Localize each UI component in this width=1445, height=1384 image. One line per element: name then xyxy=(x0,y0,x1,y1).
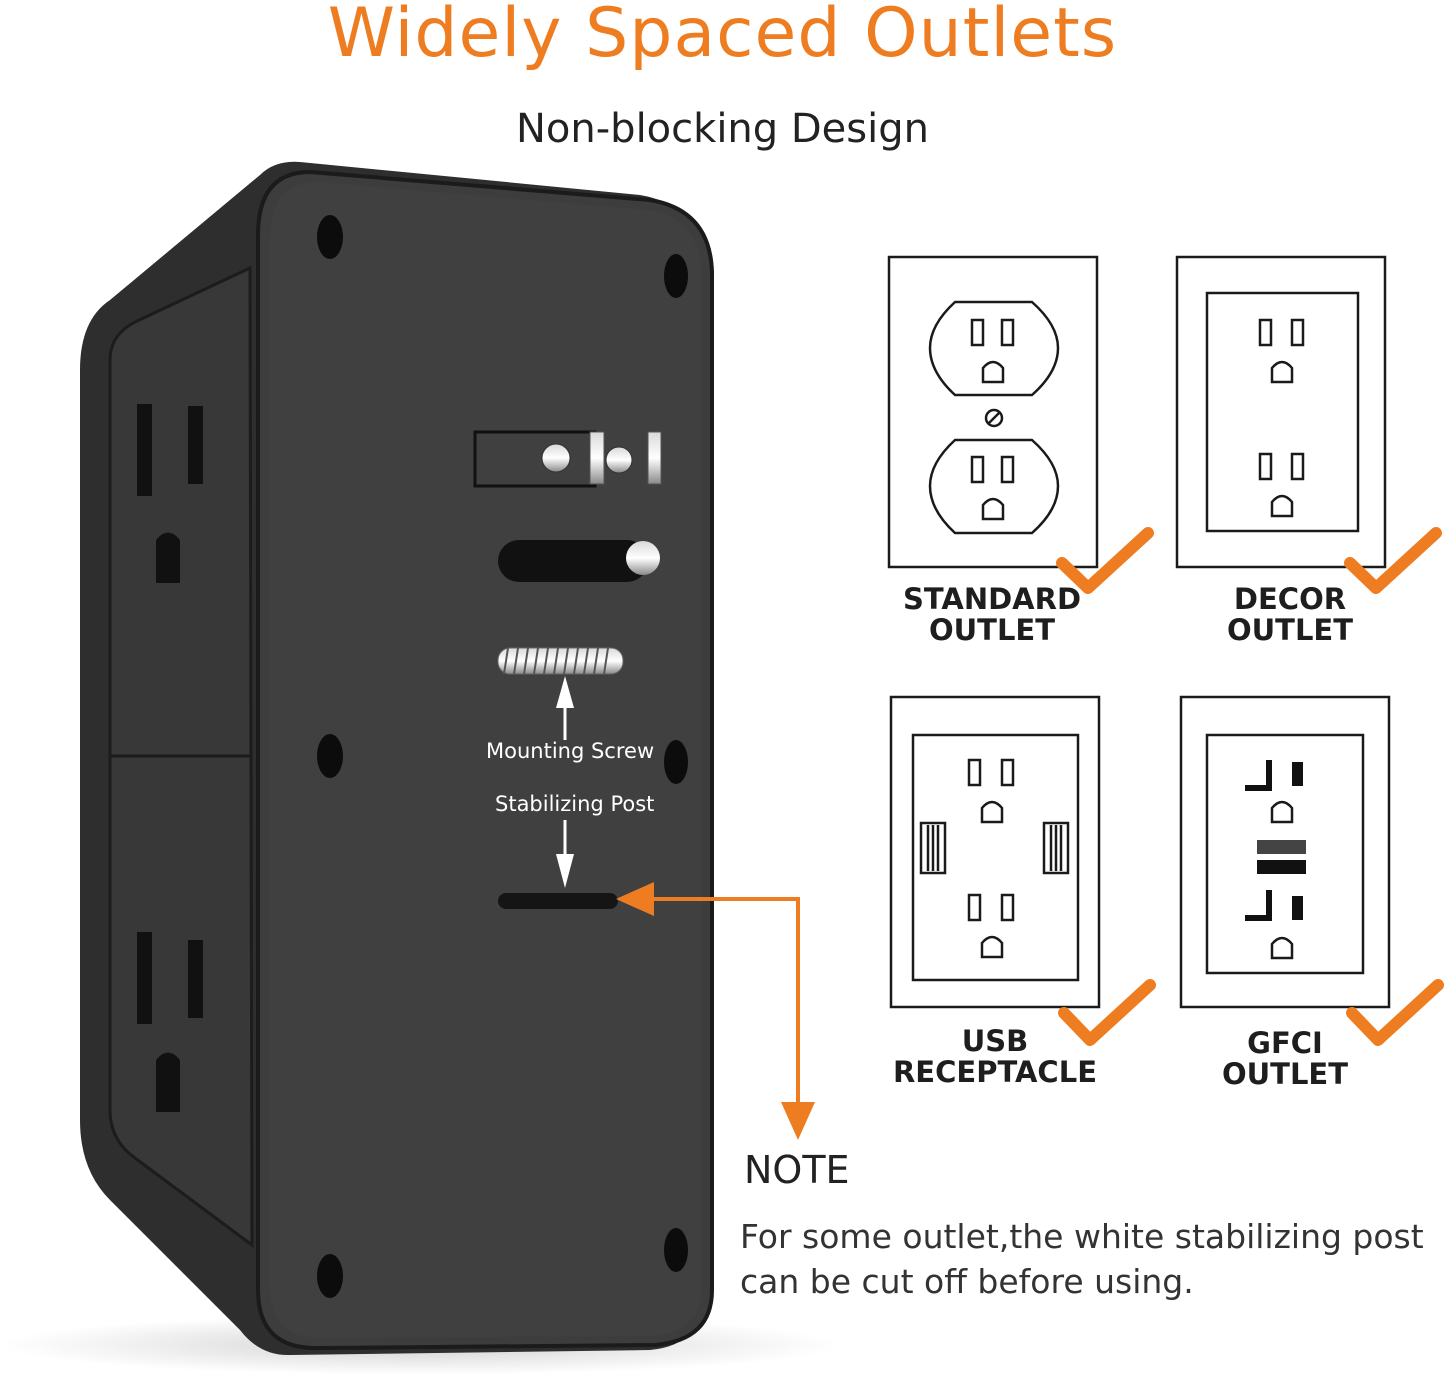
usb-receptacle-label: USB RECEPTACLE xyxy=(892,1024,1098,1089)
note-text: For some outlet,the white stabilizing po… xyxy=(740,1217,1424,1301)
side-outlet-top xyxy=(137,404,203,583)
plug-prongs xyxy=(473,430,662,488)
check-icon-usb xyxy=(1058,979,1156,1046)
note-pointer-arrow xyxy=(616,882,815,1140)
white-arrows xyxy=(556,676,574,888)
surge-protector-device xyxy=(80,161,714,1356)
stabilizing-post-label: Stabilizing Post xyxy=(495,792,655,816)
check-icon-decor xyxy=(1344,527,1442,594)
note-title: NOTE xyxy=(744,1148,850,1192)
standard-outlet-icon xyxy=(887,255,1099,569)
mounting-screw-label: Mounting Screw xyxy=(486,739,655,763)
standard-outlet-label: STANDARD OUTLET xyxy=(902,582,1082,647)
check-icon-gfci xyxy=(1346,979,1444,1046)
side-outlet-bottom xyxy=(137,932,203,1112)
decor-outlet-label: DECOR OUTLET xyxy=(1226,582,1354,647)
mounting-holes xyxy=(317,215,688,1298)
mounting-screw xyxy=(497,647,624,675)
usb-receptacle-icon xyxy=(889,695,1101,1009)
page-title: Widely Spaced Outlets xyxy=(327,0,1118,73)
check-icon-standard xyxy=(1056,527,1154,594)
decor-outlet-icon xyxy=(1175,255,1387,569)
ground-pin xyxy=(498,540,660,582)
gfci-outlet-label: GFCI OUTLET xyxy=(1221,1026,1349,1091)
stabilizing-post xyxy=(498,893,618,909)
gfci-outlet-icon xyxy=(1179,695,1391,1009)
page-subtitle: Non-blocking Design xyxy=(516,106,929,152)
